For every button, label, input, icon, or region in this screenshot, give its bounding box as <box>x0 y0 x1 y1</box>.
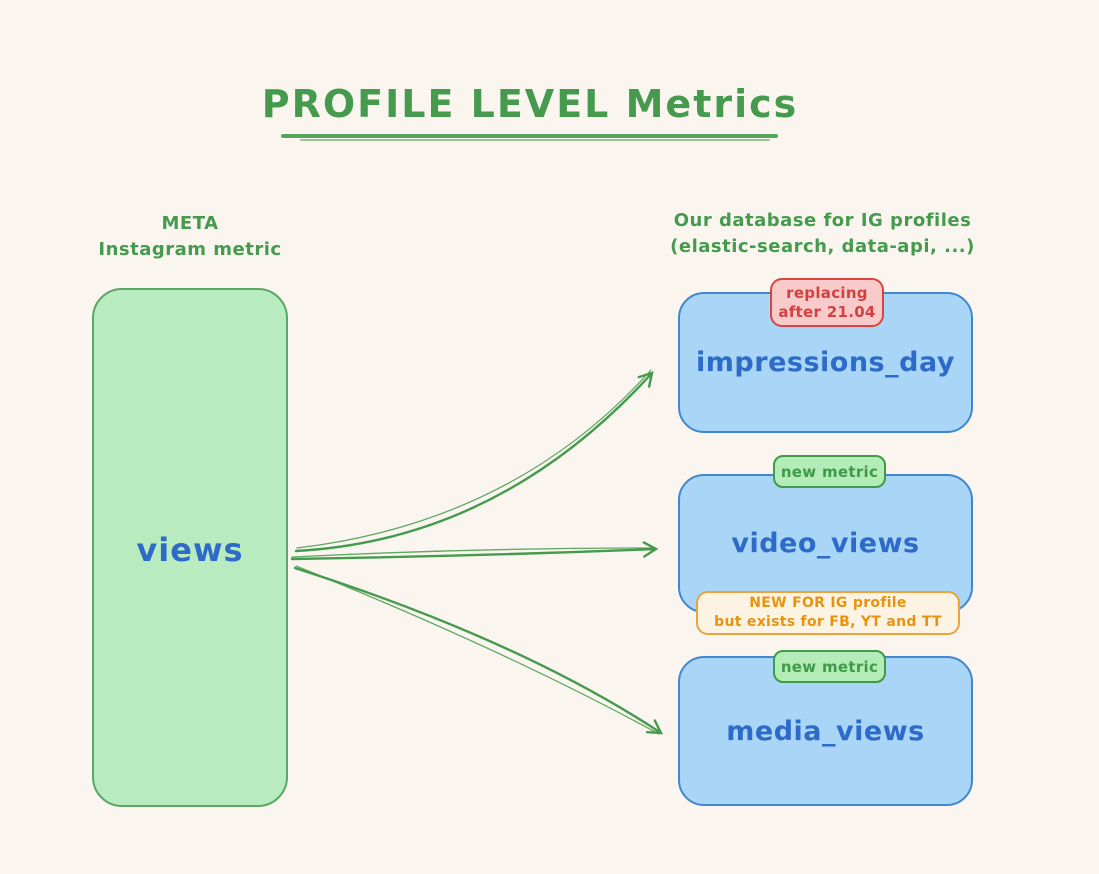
node-views[interactable]: views <box>92 288 288 807</box>
page-title: PROFILE LEVEL Metrics <box>261 82 799 126</box>
badge-replacing-after-2104[interactable]: replacing after 21.04 <box>770 278 884 327</box>
note-line1: NEW FOR IG profile <box>749 595 907 611</box>
arrow-views-to-media-views[interactable] <box>293 565 663 735</box>
left-column-header: META Instagram metric <box>52 211 328 263</box>
right-column-header: Our database for IG profiles (elastic-se… <box>650 208 995 260</box>
badge-new-metric-video-views[interactable]: new metric <box>773 455 886 488</box>
right-header-line2: (elastic-search, data-api, ...) <box>670 236 975 257</box>
left-header-line1: META <box>161 213 219 234</box>
badge-replacing-line2: after 21.04 <box>778 302 876 321</box>
left-header-line2: Instagram metric <box>98 239 282 260</box>
title-underline-echo <box>300 139 770 141</box>
node-media-views-label: media_views <box>726 715 925 747</box>
arrow-views-to-impressions-day[interactable] <box>294 369 654 553</box>
node-views-label: views <box>136 530 244 569</box>
note-line2: but exists for FB, YT and TT <box>714 614 942 630</box>
node-impressions-day[interactable]: impressions_day <box>678 292 973 433</box>
arrow-views-to-video-views[interactable] <box>290 541 659 561</box>
badge-new-metric-media-views[interactable]: new metric <box>773 650 886 683</box>
badge-replacing-line1: replacing <box>786 283 868 302</box>
badge-new-metric-label: new metric <box>780 462 879 481</box>
right-header-line1: Our database for IG profiles <box>673 210 972 231</box>
title-underline <box>281 134 778 138</box>
node-video-views-label: video_views <box>731 528 920 559</box>
badge-new-metric-label: new metric <box>780 657 879 676</box>
node-impressions-day-label: impressions_day <box>696 347 955 378</box>
note-new-for-ig-profile[interactable]: NEW FOR IG profile but exists for FB, YT… <box>696 591 960 635</box>
